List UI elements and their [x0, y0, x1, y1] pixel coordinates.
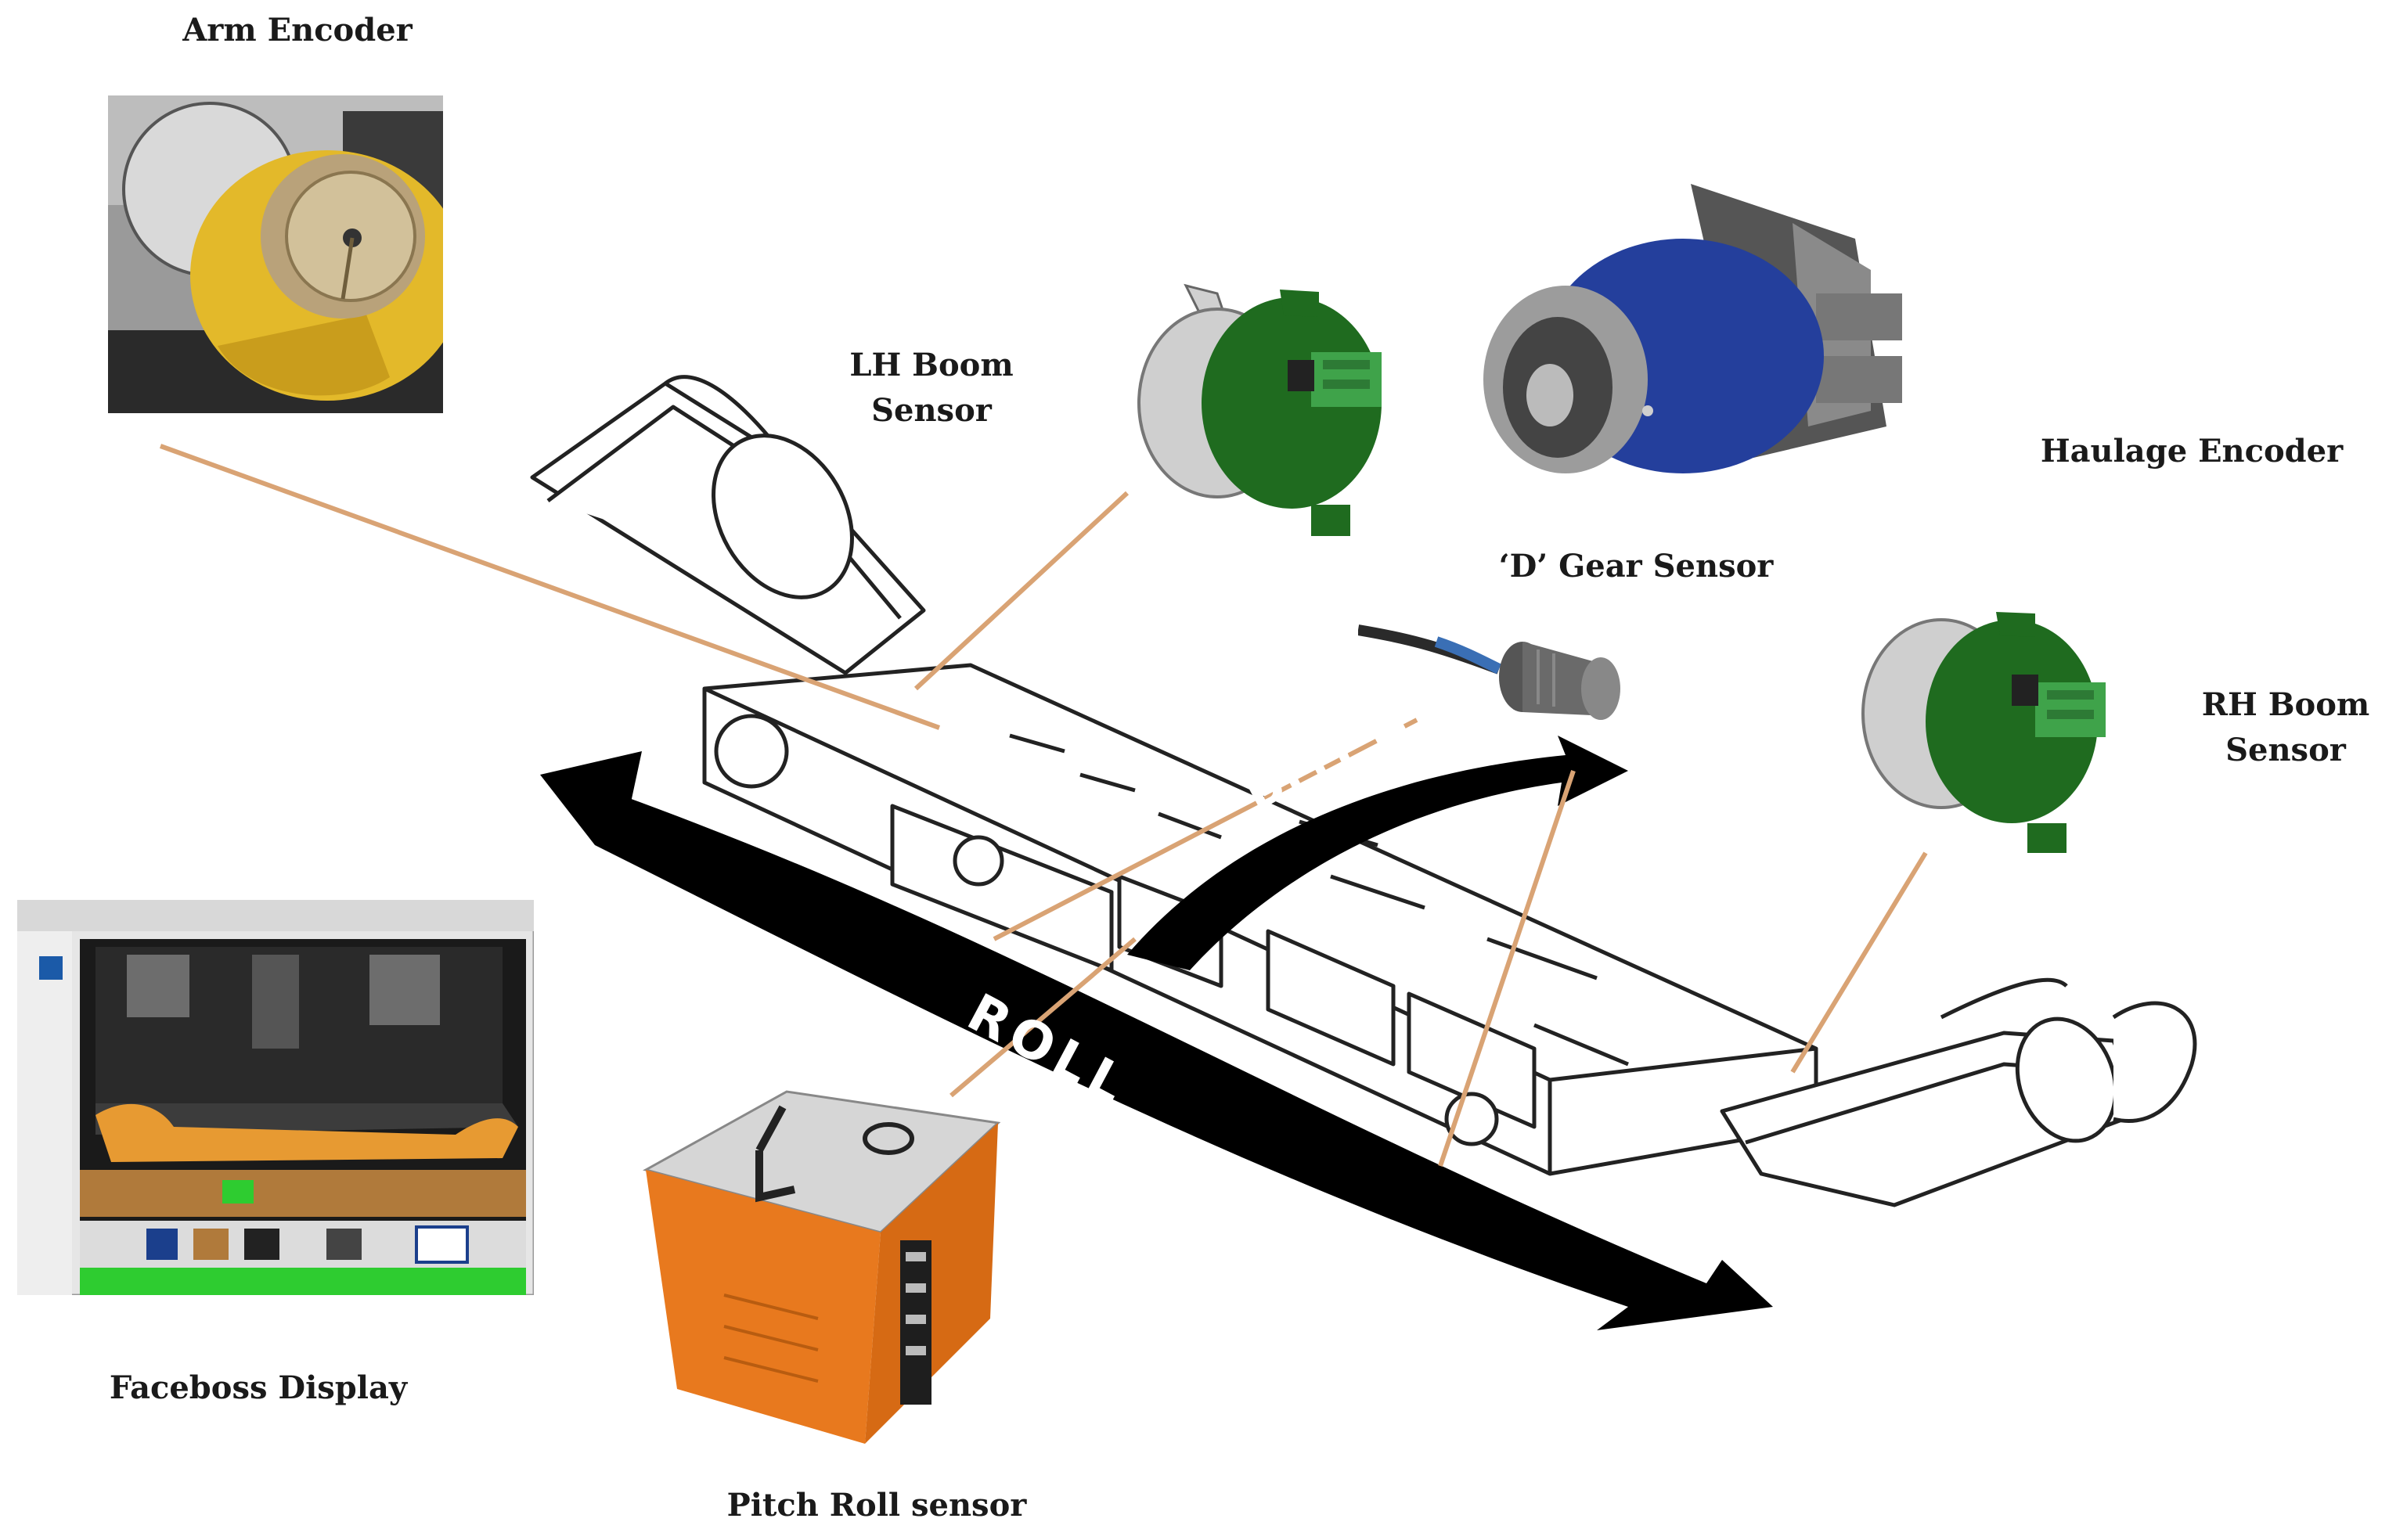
rh-boom-sensor-photo: [1861, 612, 2106, 853]
roll-arrow: [540, 751, 1773, 1330]
haulage-encoder-photo: [1483, 184, 1902, 473]
rh-boom-sensor-label: RH Boom Sensor: [2184, 682, 2387, 773]
rh-boom-label-line1: RH Boom: [2201, 686, 2370, 723]
lh-boom-label-line2: Sensor: [871, 392, 992, 429]
arm-encoder-photo: [108, 95, 443, 413]
lh-boom-sensor-label: LH Boom Sensor: [814, 343, 1049, 434]
shearer-machine-drawing: [530, 375, 2197, 1207]
faceboss-display-screen: [17, 900, 534, 1295]
leader-lines: [159, 444, 1928, 1167]
pitch-roll-sensor-label: Pitch Roll sensor: [726, 1487, 1027, 1524]
d-gear-sensor-label: ‘D’ Gear Sensor: [1498, 548, 1774, 585]
d-gear-sensor-photo: [1358, 624, 1620, 720]
haulage-encoder-label: Haulage Encoder: [2040, 433, 2344, 470]
lh-boom-label-line1: LH Boom: [849, 347, 1014, 383]
lh-boom-sensor-photo: [1137, 283, 1382, 536]
arm-encoder-label: Arm Encoder: [182, 12, 413, 49]
pitch-arrow: [1127, 736, 1628, 970]
pitch-roll-sensor-photo: [643, 1090, 1001, 1444]
faceboss-display-label: Faceboss Display: [109, 1369, 408, 1406]
rh-boom-label-line2: Sensor: [2225, 732, 2346, 768]
